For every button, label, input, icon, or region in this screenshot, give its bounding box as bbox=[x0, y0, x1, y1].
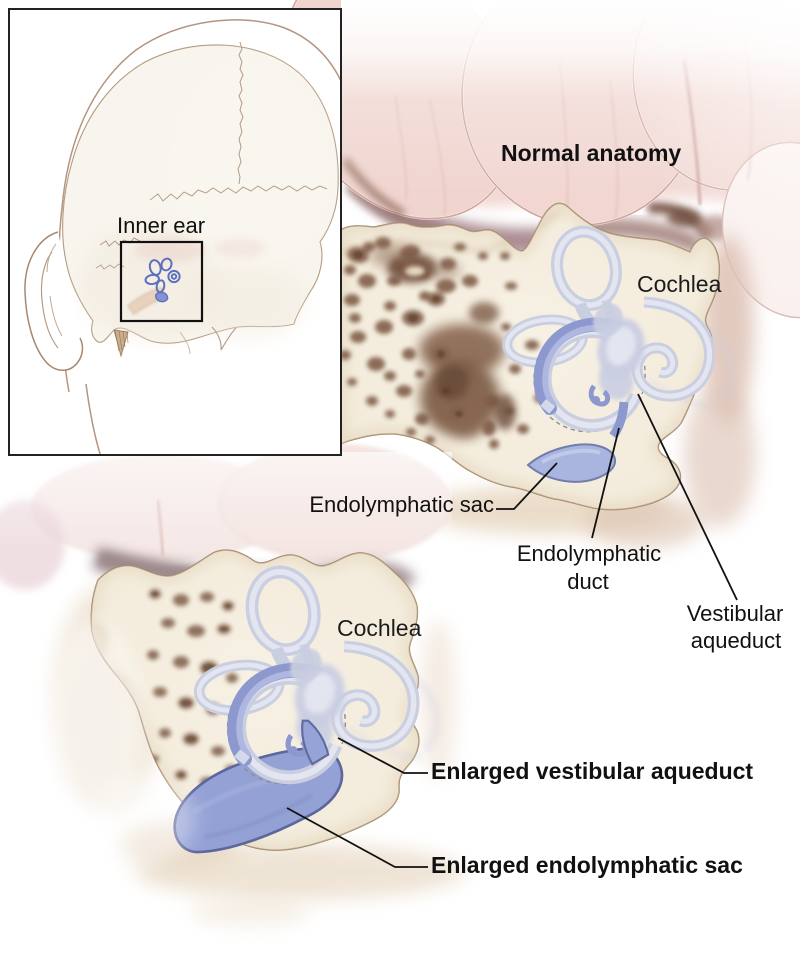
svg-text:Inner ear: Inner ear bbox=[117, 213, 205, 238]
svg-text:Vestibular: Vestibular bbox=[687, 601, 784, 626]
svg-text:Endolymphatic sac: Endolymphatic sac bbox=[309, 492, 494, 517]
svg-text:Enlarged endolymphatic sac: Enlarged endolymphatic sac bbox=[431, 852, 743, 878]
svg-text:Cochlea: Cochlea bbox=[337, 615, 422, 641]
svg-text:Cochlea: Cochlea bbox=[637, 271, 722, 297]
svg-text:Normal anatomy: Normal anatomy bbox=[501, 140, 681, 166]
svg-text:Enlarged vestibular aqueduct: Enlarged vestibular aqueduct bbox=[431, 758, 753, 784]
svg-text:aqueduct: aqueduct bbox=[691, 628, 782, 653]
svg-text:Endolymphatic: Endolymphatic bbox=[517, 541, 661, 566]
svg-text:duct: duct bbox=[567, 569, 609, 594]
